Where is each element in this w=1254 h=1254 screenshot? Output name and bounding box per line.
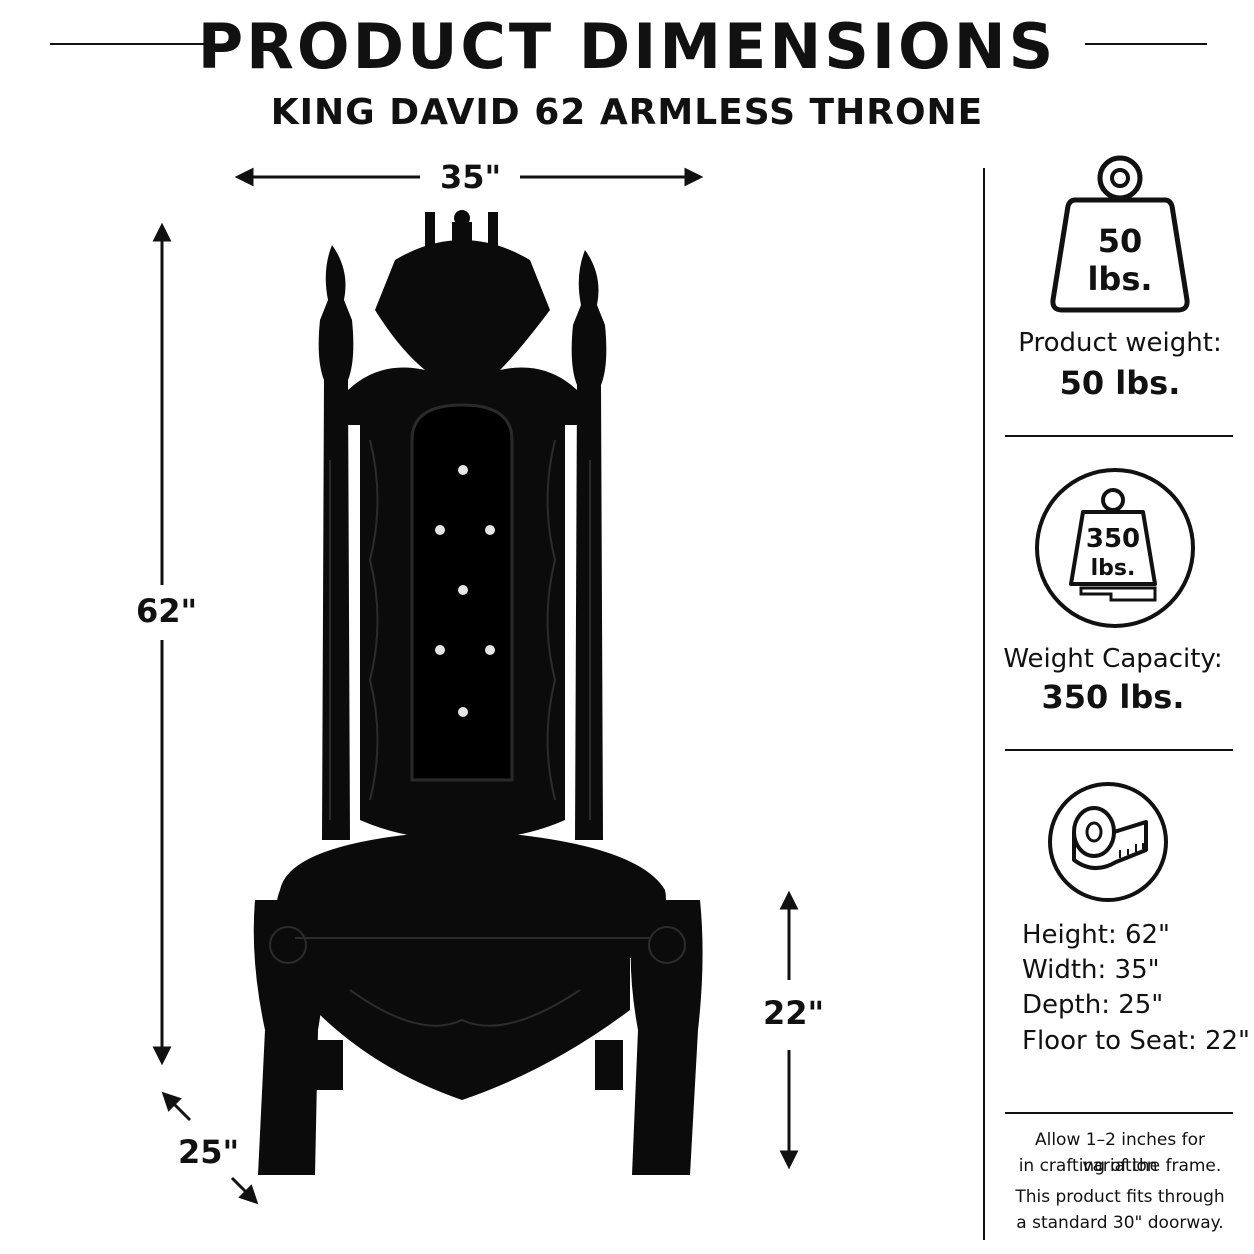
note-variation-line1: Allow 1–2 inches for variation: [1034, 1130, 1206, 1176]
spec-width: Width: 35": [1022, 955, 1160, 985]
weight-icon-unit: lbs.: [1087, 260, 1153, 298]
weight-capacity-label: Weight Capacity:: [1003, 644, 1223, 674]
note-variation-line2: in crafting of the frame.: [1018, 1156, 1222, 1176]
depth-label: 25": [178, 1133, 240, 1171]
weight-capacity-value: 350 lbs.: [1041, 678, 1185, 716]
panel-separator-2: [1005, 749, 1233, 751]
sidebar-divider: [983, 168, 985, 1240]
title-rule-left: [50, 43, 215, 45]
spec-floor-to-seat: Floor to Seat: 22": [1022, 1026, 1251, 1056]
throne-image: [253, 210, 703, 1175]
note-doorway-line1: This product fits through: [1015, 1187, 1225, 1207]
page-title: PRODUCT DIMENSIONS: [197, 10, 1057, 83]
panel-separator-1: [1005, 435, 1233, 437]
seat-height-label: 22": [763, 994, 825, 1032]
product-name: KING DAVID 62 ARMLESS THRONE: [270, 92, 984, 133]
weight-icon: [1050, 155, 1190, 313]
capacity-weight-icon: [1035, 468, 1195, 628]
height-label: 62": [136, 592, 198, 630]
weight-icon-value: 50: [1097, 222, 1143, 260]
product-weight-value: 50 lbs.: [1059, 364, 1181, 402]
spec-depth: Depth: 25": [1022, 990, 1164, 1020]
title-rule-right: [1085, 43, 1207, 45]
capacity-icon-unit: lbs.: [1090, 556, 1136, 581]
panel-separator-3: [1005, 1112, 1233, 1114]
spec-height: Height: 62": [1022, 920, 1171, 950]
product-weight-label: Product weight:: [1018, 328, 1222, 358]
note-doorway-line2: a standard 30" doorway.: [1016, 1213, 1224, 1233]
capacity-icon-value: 350: [1085, 524, 1141, 554]
tape-measure-icon: [1048, 782, 1168, 902]
width-label: 35": [440, 158, 502, 196]
